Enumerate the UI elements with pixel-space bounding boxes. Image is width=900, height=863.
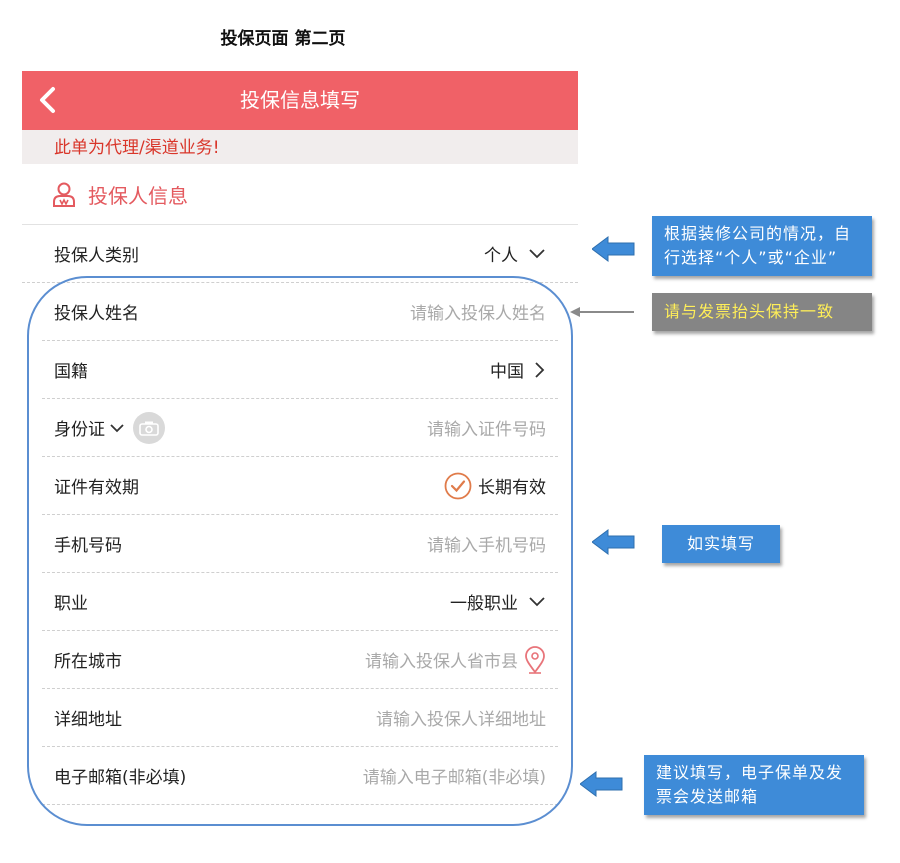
chevron-right-icon: [534, 361, 546, 379]
phone-row: 手机号码 请输入手机号码: [42, 515, 558, 573]
callout-holder-name: 请与发票抬头保持一致: [652, 293, 872, 331]
holder-type-value: 个人: [484, 246, 518, 266]
nationality-value: 中国: [490, 362, 524, 382]
city-row: 所在城市 请输入投保人省市县: [42, 631, 558, 689]
address-input[interactable]: 请输入投保人详细地址: [376, 710, 546, 730]
id-validity-row: 证件有效期 长期有效: [42, 457, 558, 515]
arrow-left-icon: [570, 307, 634, 317]
email-label: 电子邮箱(非必填): [54, 768, 187, 788]
holder-name-label: 投保人姓名: [54, 304, 139, 324]
holder-type-select[interactable]: 个人: [484, 241, 546, 266]
occupation-select[interactable]: 一般职业: [450, 589, 546, 614]
callout-truthful: 如实填写: [662, 525, 780, 563]
chevron-down-icon: [109, 422, 125, 434]
long-term-checkbox[interactable]: 长期有效: [444, 472, 546, 500]
address-row: 详细地址 请输入投保人详细地址: [42, 689, 558, 747]
camera-button[interactable]: [133, 411, 165, 444]
nationality-select[interactable]: 中国: [490, 357, 546, 382]
phone-label: 手机号码: [54, 536, 122, 556]
city-picker[interactable]: 请输入投保人省市县: [365, 645, 546, 674]
channel-notice: 此单为代理/渠道业务!: [22, 130, 578, 164]
page-caption: 投保页面 第二页: [220, 29, 346, 49]
id-type-select[interactable]: 身份证: [54, 411, 165, 444]
section-header: 投保人信息: [22, 164, 578, 225]
section-title: 投保人信息: [88, 183, 188, 208]
email-input[interactable]: 请输入电子邮箱(非必填): [362, 768, 546, 788]
arrow-left-icon: [592, 529, 635, 555]
location-pin-icon[interactable]: [524, 645, 546, 674]
city-label: 所在城市: [54, 652, 122, 672]
nav-bar: 投保信息填写: [22, 71, 578, 130]
holder-name-row: 投保人姓名 请输入投保人姓名: [42, 283, 558, 341]
nationality-label: 国籍: [54, 362, 88, 382]
occupation-row[interactable]: 职业 一般职业: [42, 573, 558, 631]
phone-screen: 投保信息填写 此单为代理/渠道业务! 投保人信息 投保人类别 个人 投保人姓名 …: [22, 71, 578, 817]
city-input[interactable]: 请输入投保人省市县: [365, 652, 518, 672]
check-circle-icon: [444, 472, 472, 500]
holder-type-label: 投保人类别: [54, 246, 139, 266]
email-row: 电子邮箱(非必填) 请输入电子邮箱(非必填): [42, 747, 558, 805]
holder-name-input[interactable]: 请输入投保人姓名: [410, 304, 546, 324]
chevron-down-icon: [528, 596, 546, 608]
holder-type-row[interactable]: 投保人类别 个人: [22, 225, 578, 283]
callout-email: 建议填写，电子保单及发票会发送邮箱: [644, 755, 864, 815]
id-type-label: 身份证: [54, 420, 105, 440]
id-validity-label: 证件有效期: [54, 478, 139, 498]
arrow-left-icon: [580, 771, 623, 797]
phone-input[interactable]: 请输入手机号码: [427, 536, 546, 556]
callout-holder-type: 根据装修公司的情况，自行选择“个人”或“企业”: [652, 216, 872, 276]
long-term-label: 长期有效: [478, 478, 546, 498]
back-button[interactable]: [30, 81, 66, 119]
address-label: 详细地址: [54, 710, 122, 730]
occupation-label: 职业: [54, 594, 88, 614]
chevron-left-icon: [40, 87, 55, 113]
id-row: 身份证 请输入证件号码: [42, 399, 558, 457]
id-number-input[interactable]: 请输入证件号码: [427, 420, 546, 440]
page-title: 投保信息填写: [240, 88, 360, 112]
occupation-value: 一般职业: [450, 594, 518, 614]
nationality-row[interactable]: 国籍 中国: [42, 341, 558, 399]
camera-icon: [139, 421, 159, 436]
chevron-down-icon: [528, 248, 546, 260]
arrow-left-icon: [592, 236, 635, 262]
person-icon: [53, 182, 75, 207]
